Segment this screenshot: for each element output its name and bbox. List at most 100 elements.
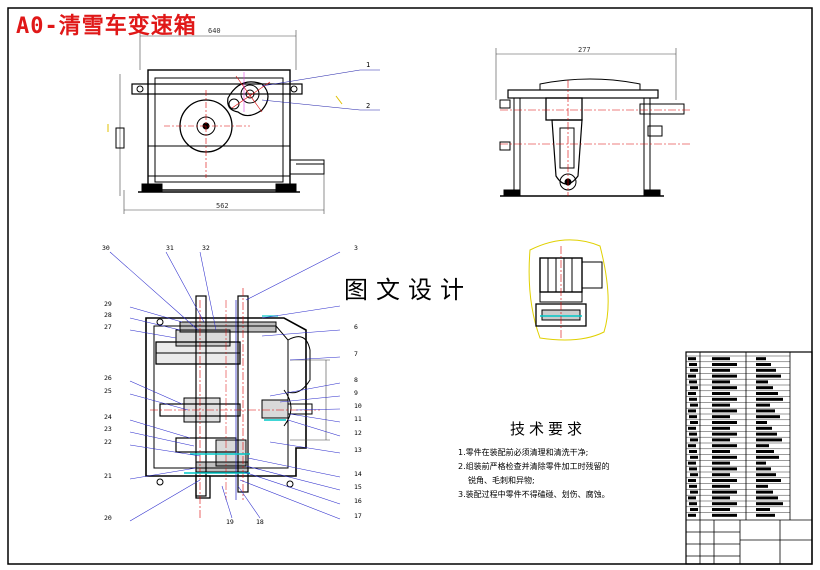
callout-32: 32 bbox=[202, 244, 210, 252]
parts-row-mark bbox=[688, 374, 696, 378]
parts-row-mark bbox=[712, 496, 730, 500]
parts-row-mark bbox=[756, 386, 773, 390]
parts-row-mark bbox=[712, 392, 730, 395]
parts-row-mark bbox=[712, 368, 730, 372]
parts-row-mark bbox=[756, 467, 771, 471]
callout-2: 2 bbox=[366, 102, 370, 110]
parts-row-mark bbox=[689, 397, 697, 401]
parts-row-mark bbox=[712, 508, 730, 511]
parts-row-mark bbox=[756, 479, 781, 482]
callout-24: 24 bbox=[104, 413, 112, 421]
parts-row-mark bbox=[756, 455, 779, 459]
parts-row-mark bbox=[689, 432, 697, 436]
parts-row-mark bbox=[712, 415, 730, 419]
callout-19: 19 bbox=[226, 518, 234, 526]
tech-requirement-item: 3.装配过程中零件不得磕碰、划伤、腐蚀。 bbox=[458, 490, 610, 499]
parts-row-mark bbox=[690, 455, 698, 459]
parts-row-mark bbox=[690, 490, 698, 494]
callout-16: 16 bbox=[354, 497, 362, 505]
parts-row-mark bbox=[756, 473, 776, 477]
parts-row-mark bbox=[756, 444, 769, 448]
parts-row-mark bbox=[756, 409, 775, 413]
dim-front-width: 640 bbox=[208, 27, 221, 35]
callout-17: 17 bbox=[354, 512, 362, 520]
parts-row-mark bbox=[756, 392, 778, 395]
parts-row-mark bbox=[756, 374, 781, 378]
tech-requirement-item: 锐角、毛刺和异物; bbox=[468, 476, 535, 485]
parts-row-mark bbox=[756, 397, 783, 401]
tech-requirements-title: 技术要求 bbox=[510, 420, 587, 438]
parts-row-mark bbox=[688, 479, 696, 482]
parts-row-mark bbox=[756, 490, 773, 494]
parts-row-mark bbox=[688, 496, 696, 500]
callout-6: 6 bbox=[354, 323, 358, 331]
parts-row-mark bbox=[712, 409, 737, 413]
parts-row-mark bbox=[712, 444, 737, 448]
front-view bbox=[107, 30, 380, 214]
parts-row-mark bbox=[756, 426, 772, 430]
parts-row-mark bbox=[690, 421, 698, 424]
parts-row-mark bbox=[756, 450, 774, 453]
callout-22: 22 bbox=[104, 438, 112, 446]
parts-row-mark bbox=[689, 380, 697, 384]
detail-view bbox=[528, 239, 609, 341]
parts-row-mark bbox=[688, 444, 696, 448]
parts-row-mark bbox=[712, 357, 730, 361]
parts-row-mark bbox=[712, 432, 737, 436]
callout-21: 21 bbox=[104, 472, 112, 480]
parts-row-mark bbox=[690, 386, 698, 390]
parts-row-mark bbox=[712, 374, 737, 378]
parts-row-mark bbox=[756, 357, 766, 361]
parts-list-rows bbox=[686, 355, 790, 517]
parts-row-mark bbox=[756, 432, 777, 436]
parts-row-mark bbox=[712, 403, 730, 407]
callout-14: 14 bbox=[354, 470, 362, 478]
parts-row-mark bbox=[689, 484, 697, 488]
parts-row-mark bbox=[756, 368, 776, 372]
tech-requirement-item: 2.组装前严格检查并清除零件加工时残留的 bbox=[458, 462, 610, 471]
callout-9: 9 bbox=[354, 389, 358, 397]
parts-row-mark bbox=[712, 386, 737, 390]
parts-row-mark bbox=[689, 415, 697, 419]
callout-11: 11 bbox=[354, 415, 362, 423]
parts-row-mark bbox=[712, 479, 737, 482]
parts-row-mark bbox=[712, 484, 730, 488]
parts-row-mark bbox=[712, 380, 730, 384]
parts-row-mark bbox=[688, 513, 696, 517]
parts-row-mark bbox=[712, 363, 737, 366]
parts-row-mark bbox=[712, 461, 730, 465]
parts-row-mark bbox=[712, 438, 730, 442]
callout-28: 28 bbox=[104, 311, 112, 319]
callout-30: 30 bbox=[102, 244, 110, 252]
parts-row-mark bbox=[756, 438, 782, 442]
parts-row-mark bbox=[712, 513, 737, 517]
parts-row-mark bbox=[712, 490, 737, 494]
parts-row-mark bbox=[690, 473, 698, 477]
parts-row-mark bbox=[690, 403, 698, 407]
watermark-text: 图文设计 bbox=[340, 270, 476, 305]
callout-12: 12 bbox=[354, 429, 362, 437]
section-view bbox=[145, 288, 330, 520]
parts-row-mark bbox=[756, 380, 768, 384]
parts-row-mark bbox=[756, 508, 770, 511]
drawing-title: A0-清雪车变速箱 bbox=[16, 14, 197, 39]
parts-row-mark bbox=[690, 368, 698, 372]
parts-row-mark bbox=[689, 450, 697, 453]
parts-row-mark bbox=[756, 513, 775, 517]
parts-row-mark bbox=[712, 502, 737, 506]
parts-row-mark bbox=[712, 467, 737, 471]
parts-row-mark bbox=[712, 450, 730, 453]
callout-13: 13 bbox=[354, 446, 362, 454]
tech-requirements-list: 1.零件在装配前必须清理和清洗干净; 2.组装前严格检查并清除零件加工时残留的 … bbox=[458, 446, 610, 502]
callout-3: 3 bbox=[354, 244, 358, 252]
parts-row-mark bbox=[688, 392, 696, 395]
side-view bbox=[495, 48, 690, 197]
parts-row-mark bbox=[690, 508, 698, 511]
parts-row-mark bbox=[756, 461, 766, 465]
callout-10: 10 bbox=[354, 402, 362, 410]
callout-7: 7 bbox=[354, 350, 358, 358]
dim-front-bottom: 562 bbox=[216, 202, 229, 210]
parts-row-mark bbox=[712, 397, 737, 401]
section-leaders bbox=[109, 251, 341, 522]
